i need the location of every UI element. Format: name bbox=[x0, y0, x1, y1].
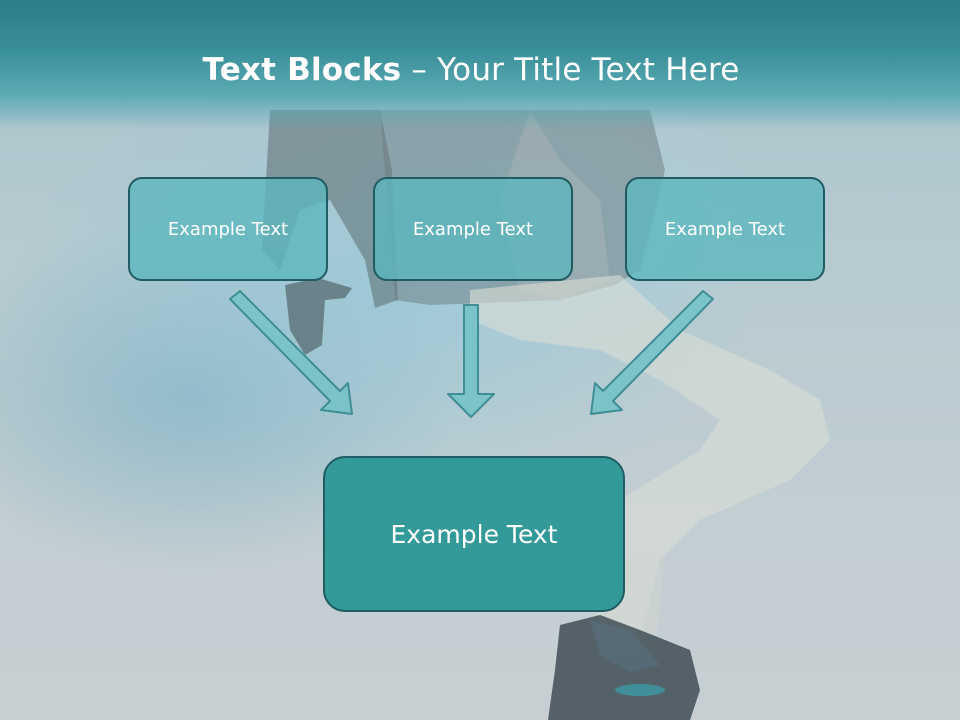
title-dash: – bbox=[401, 52, 438, 88]
title-bar bbox=[0, 0, 960, 130]
text-block-center-label: Example Text bbox=[412, 218, 534, 240]
arrow-left-diagonal bbox=[229, 290, 353, 415]
arrow-right-diagonal bbox=[590, 290, 714, 415]
title-rest-part: Your Title Text Here bbox=[437, 52, 740, 88]
text-block-right: Example Text bbox=[625, 177, 825, 281]
text-block-right-label: Example Text bbox=[664, 218, 786, 240]
text-block-center: Example Text bbox=[373, 177, 573, 281]
text-block-target-label: Example Text bbox=[390, 519, 558, 549]
text-block-left: Example Text bbox=[128, 177, 328, 281]
text-block-target: Example Text bbox=[323, 456, 625, 612]
text-block-left-label: Example Text bbox=[167, 218, 289, 240]
title-bold-part: Text Blocks bbox=[202, 52, 402, 88]
slide-title: Text Blocks – Your Title Text Here bbox=[0, 52, 942, 88]
arrow-center-down bbox=[447, 304, 495, 418]
